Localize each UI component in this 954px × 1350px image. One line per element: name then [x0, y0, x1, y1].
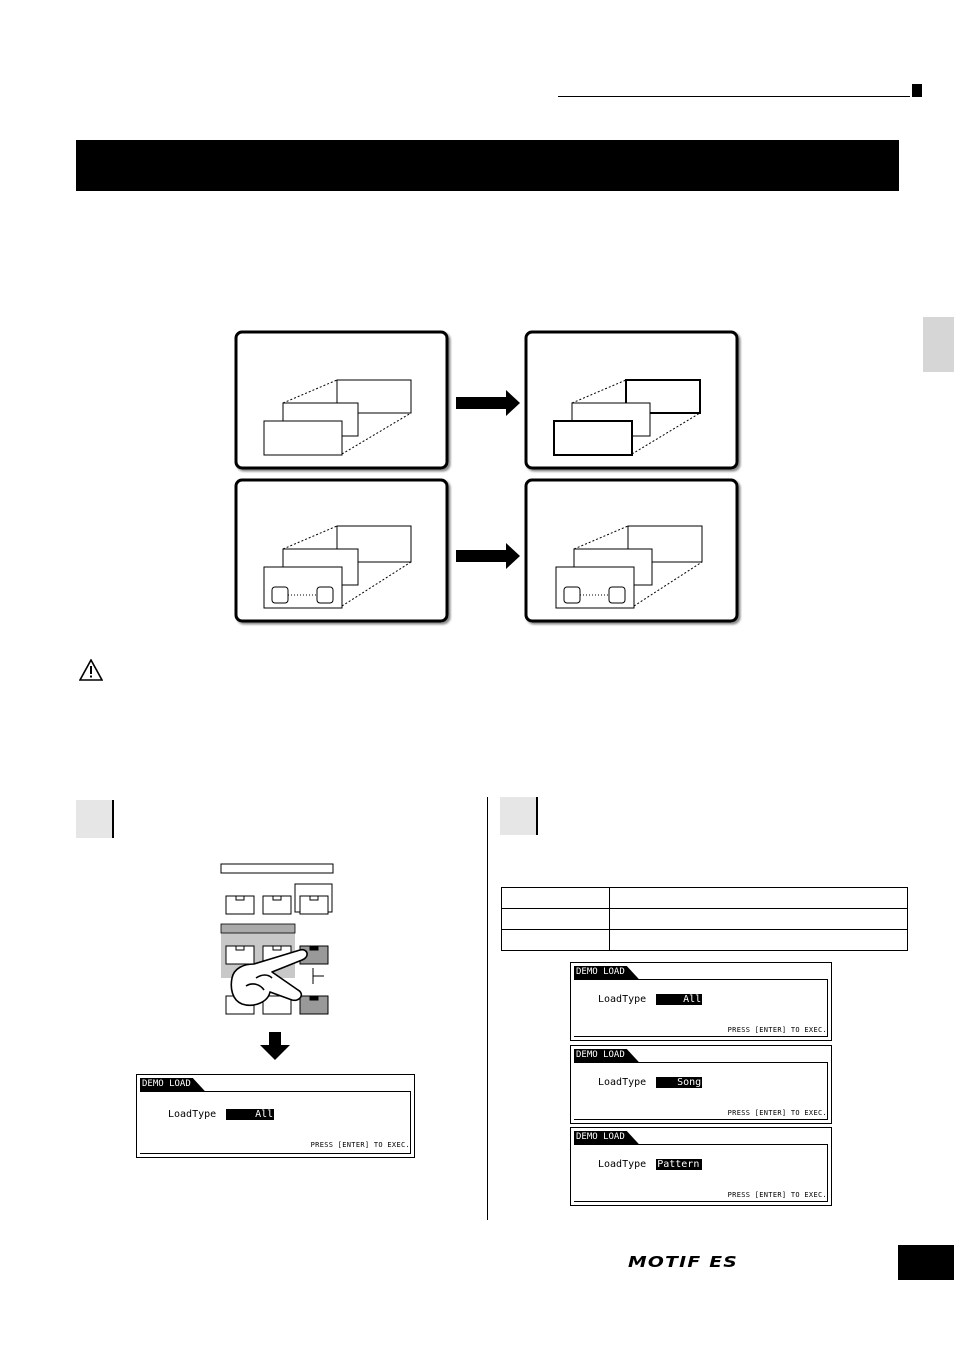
lcd-param-label: LoadType — [168, 1109, 217, 1120]
table-row — [501, 929, 908, 951]
motif-es-logo: MOTIF ES — [628, 1253, 739, 1271]
pointing-hand-icon — [230, 948, 308, 1007]
table-row — [501, 908, 908, 930]
lcd-param-value: Song — [656, 1077, 703, 1088]
lcd-hint: PRESS [ENTER] TO EXEC. — [727, 1191, 827, 1199]
lcd-demo-load-all: DEMO LOAD LoadType All PRESS [ENTER] TO … — [570, 962, 832, 1041]
load-type-table — [501, 887, 908, 951]
lcd-title: DEMO LOAD — [574, 966, 639, 979]
lcd-param-value: All — [226, 1109, 275, 1120]
lcd-param-label: LoadType — [598, 994, 647, 1005]
lcd-title: DEMO LOAD — [574, 1049, 639, 1062]
lcd-param-label: LoadType — [598, 1159, 647, 1170]
lcd-hint: PRESS [ENTER] TO EXEC. — [310, 1141, 410, 1149]
running-header-rule — [558, 96, 910, 97]
lcd-hint: PRESS [ENTER] TO EXEC. — [727, 1109, 827, 1117]
memory-diagram — [234, 330, 739, 623]
lcd-title: DEMO LOAD — [574, 1131, 639, 1144]
section-title-bar — [76, 140, 899, 191]
lcd-hint: PRESS [ENTER] TO EXEC. — [727, 1026, 827, 1034]
box-stack-bottom-right — [555, 525, 703, 609]
running-header-marker — [912, 84, 922, 97]
lcd-param-value: All — [656, 994, 703, 1005]
table-row — [501, 887, 908, 909]
lcd-demo-load-pattern: DEMO LOAD LoadType Pattern PRESS [ENTER]… — [570, 1127, 832, 1206]
arrow-down-icon — [260, 1032, 290, 1060]
box-stack-top-right — [553, 379, 701, 456]
lcd-param-label: LoadType — [598, 1077, 647, 1088]
step-1-box — [76, 800, 114, 838]
box-stack-top-left — [263, 379, 412, 456]
box-stack-bottom-left — [263, 525, 412, 609]
lcd-demo-load-step1: DEMO LOAD LoadType All PRESS [ENTER] TO … — [136, 1074, 415, 1158]
lcd-demo-load-song: DEMO LOAD LoadType Song PRESS [ENTER] TO… — [570, 1045, 832, 1124]
warning-icon — [79, 659, 103, 681]
step-2-box — [500, 797, 538, 835]
lcd-param-value: Pattern — [656, 1159, 703, 1170]
arrow-right-icon — [456, 390, 520, 416]
lcd-title: DEMO LOAD — [140, 1078, 205, 1091]
chapter-tab — [923, 317, 954, 372]
page-number-block — [898, 1245, 954, 1280]
panel-buttons-illustration — [220, 863, 334, 1015]
column-divider — [487, 797, 488, 1220]
arrow-right-icon — [456, 543, 520, 569]
